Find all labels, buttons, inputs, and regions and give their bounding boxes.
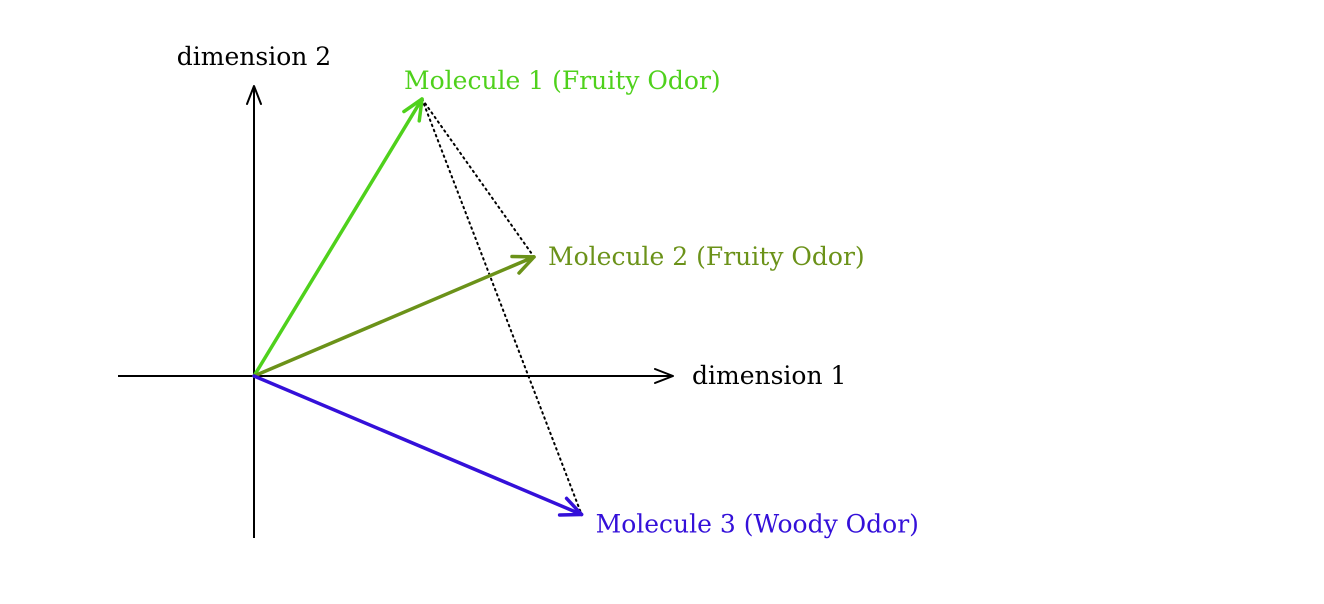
distance-line-1 xyxy=(421,98,535,258)
distance-line-2 xyxy=(421,98,583,516)
x-axis-label: dimension 1 xyxy=(692,361,846,390)
distance-lines xyxy=(421,98,583,516)
molecule-3-arrowhead xyxy=(557,496,584,517)
molecule-2-arrowhead xyxy=(510,254,536,275)
y-axis-label: dimension 2 xyxy=(177,42,331,71)
y-axis-arrowhead xyxy=(246,85,262,105)
molecule-2-arrow-shaft xyxy=(252,255,536,378)
molecule-2-label: Molecule 2 (Fruity Odor) xyxy=(548,242,865,271)
molecule-3-arrow-shaft xyxy=(252,374,584,517)
molecule-vector-2: Molecule 2 (Fruity Odor) xyxy=(252,242,865,378)
molecule-1-label: Molecule 1 (Fruity Odor) xyxy=(404,66,721,95)
molecule-3-label: Molecule 3 (Woody Odor) xyxy=(596,510,919,539)
x-axis-arrowhead xyxy=(654,368,674,384)
molecule-1-arrowhead xyxy=(402,97,424,123)
molecule-vector-1: Molecule 1 (Fruity Odor) xyxy=(252,66,721,378)
dimension-axes: dimension 1 dimension 2 xyxy=(118,42,846,538)
molecule-vectors: Molecule 1 (Fruity Odor) Molecule 2 (Frui… xyxy=(252,66,919,539)
molecule-vector-3: Molecule 3 (Woody Odor) xyxy=(252,374,919,539)
molecule-1-arrow-shaft xyxy=(252,97,424,378)
